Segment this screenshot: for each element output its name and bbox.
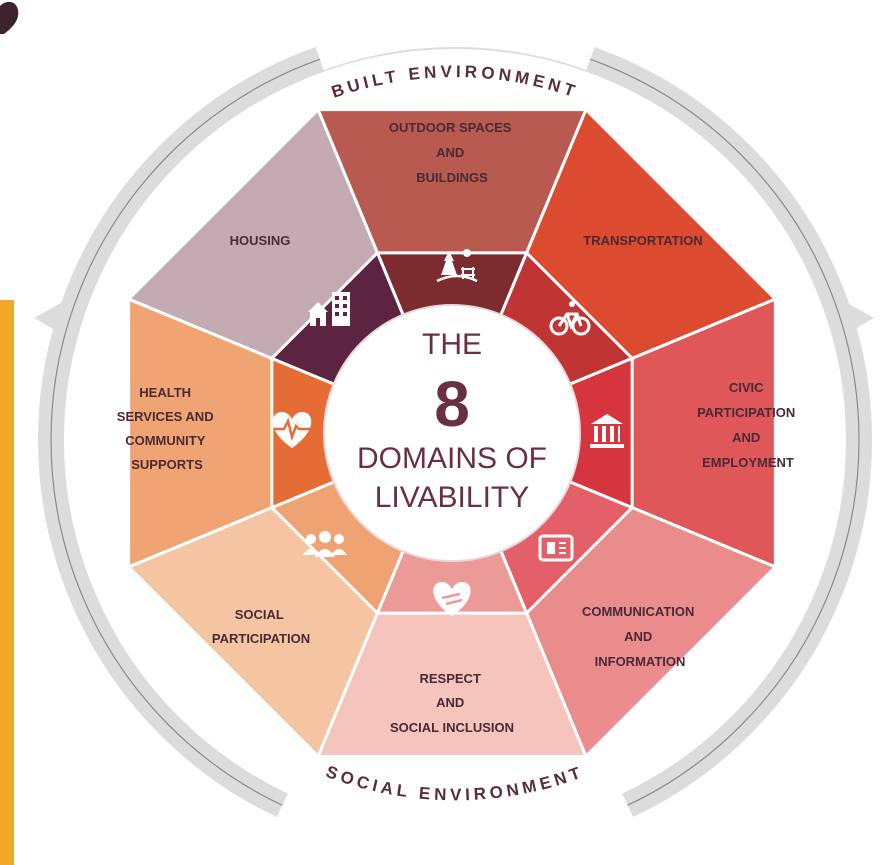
label-civic-participation: CIVIC PARTICIPATION AND EMPLOYMENT <box>697 380 799 470</box>
label-communication: COMMUNICATION AND INFORMATION <box>582 604 698 669</box>
heart-hands-icon <box>433 582 471 616</box>
logo-fragment <box>0 1 19 34</box>
label-social-participation: SOCIAL PARTICIPATION <box>212 607 310 646</box>
houses-icon <box>308 292 350 326</box>
side-accent-bar <box>0 300 14 865</box>
center-the: THE <box>422 328 482 361</box>
domain-labels: OUTDOOR SPACES AND BUILDINGS TRANSPORTAT… <box>117 120 799 735</box>
people-icon <box>303 531 347 557</box>
center-circle <box>323 304 581 562</box>
tablet-icon <box>538 534 574 562</box>
label-health-services: HEALTH SERVICES AND COMMUNITY SUPPORTS <box>117 385 217 472</box>
building-columns-icon <box>590 414 624 448</box>
center-livability: LIVABILITY <box>375 481 530 514</box>
built-environment-label: BUILT ENVIRONMENT <box>329 62 581 102</box>
ring-arrow-left <box>34 300 66 334</box>
center-number: 8 <box>434 368 470 440</box>
label-transportation: TRANSPORTATION <box>583 233 702 248</box>
label-outdoor-spaces: OUTDOOR SPACES AND BUILDINGS <box>389 120 515 185</box>
label-respect: RESPECT AND SOCIAL INCLUSION <box>390 671 514 735</box>
center-domains-of: DOMAINS OF <box>357 442 547 475</box>
heart-pulse-icon <box>272 412 312 448</box>
domain-icons <box>272 249 624 616</box>
label-housing: HOUSING <box>230 233 291 248</box>
park-icon <box>436 249 478 283</box>
ring-arrow-right <box>842 300 874 334</box>
bicycle-icon <box>549 301 591 336</box>
social-environment-label: SOCIAL ENVIRONMENT <box>323 762 586 804</box>
